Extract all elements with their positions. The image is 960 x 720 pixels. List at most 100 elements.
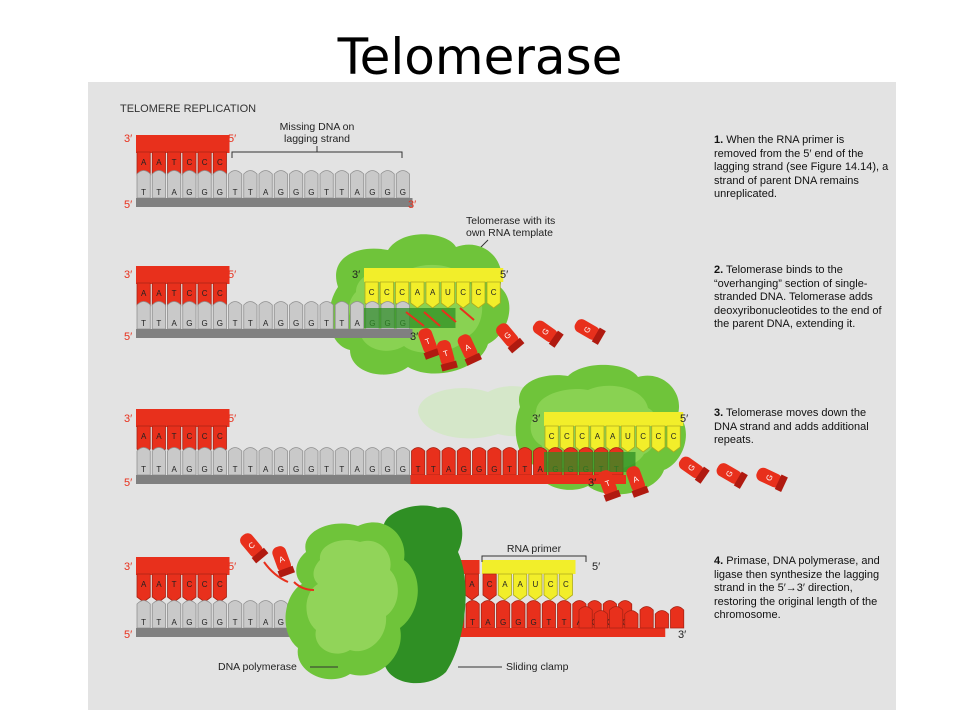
step-1-number: 1.	[714, 134, 724, 146]
p1-parent-base: T	[334, 170, 349, 199]
base-letter: T	[141, 319, 146, 328]
sliding-clamp-label: Sliding clamp	[506, 661, 569, 673]
p2-parent-base: G	[197, 301, 212, 330]
p2-free-nucleotide: G	[532, 320, 564, 348]
p4-extension-base: T	[465, 600, 480, 629]
p4-rna-primer-backbone	[482, 560, 576, 574]
nucleotide-letter: A	[278, 554, 287, 565]
base-letter: G	[202, 465, 208, 474]
p4-primer-base: A	[136, 573, 151, 603]
p4-free-nucleotide: C	[240, 533, 269, 564]
p3-parent-base: T	[319, 447, 334, 476]
base-letter: G	[500, 618, 506, 627]
p4-3prime-top: 3′	[124, 561, 132, 573]
base-letter: G	[278, 465, 284, 474]
base-letter: A	[263, 465, 269, 474]
p3-free-nucleotide: G	[678, 456, 710, 484]
p3-free-nucleotide: G	[756, 467, 788, 493]
base-letter: A	[141, 580, 147, 589]
base-letter: G	[186, 618, 192, 627]
base-letter: A	[156, 432, 162, 441]
p1-parent-base: G	[273, 170, 288, 199]
step-2-number: 2.	[714, 264, 724, 276]
base-letter: G	[293, 188, 299, 197]
p2-parent-base: T	[319, 301, 334, 330]
p3-extension-backbone	[410, 475, 626, 484]
p2-parent-base: T	[243, 301, 258, 330]
rna-primer-label: RNA primer	[507, 543, 562, 555]
base-letter: A	[141, 289, 147, 298]
base-letter: T	[248, 618, 253, 627]
p3-parent-base: G	[380, 447, 395, 476]
p4-5prime-bottom: 5′	[124, 629, 132, 641]
p3-rna-base: C	[636, 425, 651, 453]
p3-free-nucleotide: G	[716, 463, 748, 489]
p3-free-nucleotide: A	[626, 466, 649, 498]
p3-rna-base: C	[651, 425, 666, 453]
p3-5prime-top: 5′	[228, 413, 236, 425]
p3-new-base: T	[517, 447, 532, 476]
base-letter: C	[202, 289, 208, 298]
p4-3prime-bottom: 3′	[678, 629, 686, 641]
p3-rna-3prime: 3′	[532, 413, 540, 425]
base-letter: C	[202, 158, 208, 167]
p1-parent-base: G	[395, 170, 410, 199]
p2-paired-region	[364, 308, 456, 328]
base-letter: C	[217, 580, 223, 589]
base-letter: A	[502, 580, 508, 589]
base-letter: T	[339, 319, 344, 328]
p1-parent-base: T	[319, 170, 334, 199]
p1-parent-base: G	[304, 170, 319, 199]
p4-5prime-primer: 5′	[592, 561, 600, 573]
step-4-description: Primase, DNA polymerase, and ligase then…	[714, 555, 880, 621]
p2-rna-base: U	[440, 281, 455, 309]
p2-parent-base: T	[228, 301, 243, 330]
base-letter: C	[217, 158, 223, 167]
p4-primer-base: A	[151, 573, 166, 603]
p4-extension-tooth	[578, 606, 593, 629]
p3-parent-base: A	[350, 447, 365, 476]
p4-parent-backbone	[136, 628, 413, 637]
base-letter: A	[595, 432, 601, 441]
p3-new-base: T	[426, 447, 441, 476]
base-letter: G	[202, 188, 208, 197]
p2-parent-base: T	[136, 301, 151, 330]
base-letter: G	[186, 319, 192, 328]
base-letter: T	[172, 158, 177, 167]
step-3-text: 3. Telomerase moves down the DNA strand …	[714, 407, 889, 448]
step-2-text: 2. Telomerase binds to the “overhanging”…	[714, 264, 889, 332]
base-letter: A	[430, 288, 436, 297]
p4-extension-backbone	[410, 628, 666, 637]
base-letter: C	[640, 432, 646, 441]
p4-extension-base: A	[480, 600, 495, 629]
p4-extension-base: G	[511, 600, 526, 629]
p4-parent-base: T	[243, 600, 258, 629]
p1-parent-base: A	[167, 170, 182, 199]
base-letter: G	[531, 618, 537, 627]
base-letter: G	[515, 618, 521, 627]
nucleotide-letter: G	[540, 327, 551, 337]
p1-5prime-bottom: 5′	[124, 199, 132, 211]
p4-parent-base: G	[212, 600, 227, 629]
p4-parent-base: A	[167, 600, 182, 629]
nucleotide-letter: A	[463, 342, 472, 353]
p3-new-base: T	[502, 447, 517, 476]
p4-arrow	[263, 561, 289, 583]
p2-rna-5prime: 5′	[500, 269, 508, 281]
p4-rna-primer-base: C	[482, 573, 497, 601]
p1-parent-base: G	[212, 170, 227, 199]
base-letter: T	[141, 465, 146, 474]
p2-rna-template-backbone	[364, 268, 504, 282]
p4-rna-primer-base: C	[543, 573, 558, 601]
p1-parent-base: G	[289, 170, 304, 199]
p2-parent-base: T	[334, 301, 349, 330]
p3-parent-base: G	[304, 447, 319, 476]
base-letter: A	[537, 465, 543, 474]
p4-primer-base: T	[167, 573, 182, 603]
telomerase-label-2: own RNA template	[466, 227, 553, 239]
p2-free-nucleotide: T	[436, 340, 458, 372]
p1-3prime-bottom: 3′	[408, 199, 416, 211]
base-letter: C	[384, 288, 390, 297]
p2-primer-backbone	[136, 266, 230, 284]
base-letter: A	[171, 188, 177, 197]
